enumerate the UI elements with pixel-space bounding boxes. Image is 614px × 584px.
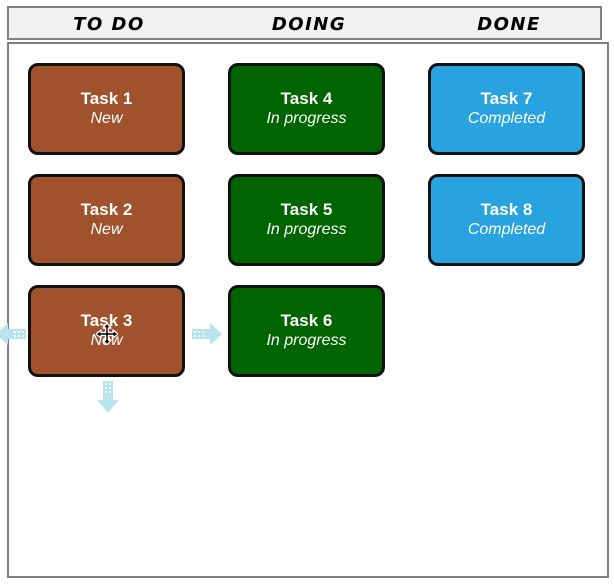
task-card-task-3[interactable]: Task 3 New: [28, 285, 185, 377]
task-card-task-4[interactable]: Task 4 In progress: [228, 63, 385, 155]
task-card-title: Task 6: [280, 311, 333, 330]
task-card-status: Completed: [467, 221, 546, 238]
column-header-doing: DOING: [271, 14, 347, 35]
task-card-title: Task 3: [80, 311, 133, 330]
task-card-title: Task 7: [480, 89, 533, 108]
task-card-status: In progress: [266, 332, 347, 349]
task-card-task-7[interactable]: Task 7 Completed: [428, 63, 585, 155]
task-card-status: In progress: [266, 221, 347, 238]
task-card-status: New: [90, 332, 123, 349]
task-card-task-1[interactable]: Task 1 New: [28, 63, 185, 155]
task-card-title: Task 5: [280, 200, 333, 219]
board-header-row: TO DO DOING DONE: [7, 6, 602, 40]
column-header-done: DONE: [477, 14, 541, 35]
task-card-task-5[interactable]: Task 5 In progress: [228, 174, 385, 266]
task-card-status: Completed: [467, 110, 546, 127]
task-card-title: Task 1: [80, 89, 133, 108]
task-card-task-6[interactable]: Task 6 In progress: [228, 285, 385, 377]
task-card-title: Task 8: [480, 200, 533, 219]
task-card-task-8[interactable]: Task 8 Completed: [428, 174, 585, 266]
task-card-task-2[interactable]: Task 2 New: [28, 174, 185, 266]
task-card-title: Task 4: [280, 89, 333, 108]
task-card-status: New: [90, 221, 123, 238]
task-card-status: New: [90, 110, 123, 127]
column-header-todo: TO DO: [73, 14, 145, 35]
task-card-status: In progress: [266, 110, 347, 127]
task-card-title: Task 2: [80, 200, 133, 219]
